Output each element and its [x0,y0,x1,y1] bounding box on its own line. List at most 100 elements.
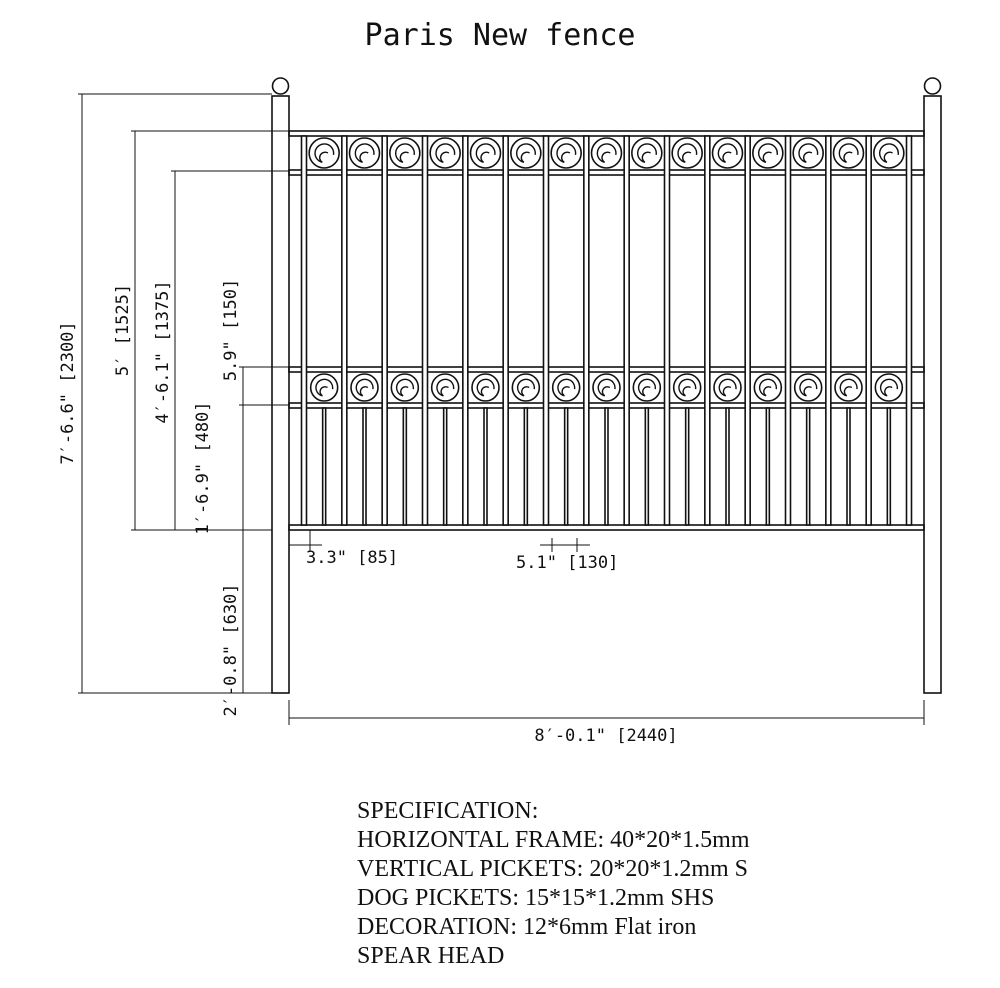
scroll-curl [395,378,414,397]
spec-decoration: DECORATION: 12*6mm Flat iron [357,914,697,940]
vertical-picket [663,135,671,526]
dog-picket [765,407,771,526]
vertical-picket [623,135,630,526]
end-gap-label: 3.3" [85] [306,548,398,568]
scroll-ornament [631,137,663,169]
vertical-picket [341,135,348,526]
vertical-picket [300,135,308,526]
dog-picket [483,407,488,526]
dog-picket [362,407,367,526]
scroll-curl [355,378,374,397]
vertical-picket [865,135,872,526]
panel-width-label: 8′-0.1" [2440] [534,726,677,746]
scroll-ornament [430,373,460,402]
scroll-ornament [873,137,905,169]
scroll-curl [435,143,456,163]
scroll-ornament [793,373,823,402]
dog-picket [805,407,811,526]
right-post [923,95,942,694]
fence-panel [271,77,942,694]
scroll-curl [315,378,334,397]
dog-picket [563,407,569,526]
scroll-curl [879,378,898,397]
total-height-label: 7′-6.6" [2300] [58,321,78,464]
dimension-lines [78,93,925,725]
dog-picket [846,407,851,526]
spec-vertical-pickets: VERTICAL PICKETS: 20*20*1.2mm S [357,856,749,882]
dog-picket [886,407,892,526]
scroll-curl [758,378,777,397]
scroll-ornament [429,137,461,169]
scroll-curl [878,143,899,163]
scroll-ornament [308,137,340,169]
scroll-curl [678,378,697,397]
scroll-curl [717,143,738,163]
scroll-curl [839,378,858,397]
scroll-curl [516,378,535,397]
scroll-band-label: 5.9" [150] [221,279,241,381]
scroll-curl [597,378,616,397]
scroll-curl [838,143,859,163]
dog-picket [402,407,408,526]
scroll-ornament [753,373,783,402]
top-rail [288,130,925,137]
scroll-curl [799,378,818,397]
scroll-curl [798,143,819,163]
scroll-ornament [550,137,582,169]
scroll-curl [515,143,536,163]
scroll-ornament [632,373,662,402]
specification-block: SPECIFICATION: HORIZONTAL FRAME: 40*20*1… [357,797,750,971]
scroll-ornament [471,373,500,402]
upper-rail [288,169,925,176]
scroll-curl [637,378,656,397]
dog-picket [604,407,609,526]
scroll-decoration-top [308,137,905,169]
scroll-curl [596,143,617,163]
dog-picket [684,407,690,526]
scroll-ornament [590,137,623,169]
vertical-picket [381,135,388,526]
scroll-ornament [309,373,339,402]
scroll-ornament [834,373,863,402]
vertical-picket [462,135,469,526]
scroll-curl [636,143,657,163]
vertical-picket [583,135,590,526]
vertical-picket [542,135,550,526]
scroll-curl [314,143,335,163]
dog-picket [321,407,327,526]
diagram-title: Paris New fence [364,18,636,53]
dog-pickets [321,407,892,526]
scroll-curl [557,378,576,397]
ground-clearance-label: 2′-0.8" [630] [221,583,241,716]
spec-spear-head: SPEAR HEAD [357,943,505,969]
scroll-ornament [792,137,824,169]
scroll-ornament [350,373,379,402]
scroll-curl [354,143,375,163]
scroll-ornament [713,373,742,402]
scroll-ornament [348,137,381,169]
scroll-ornament [551,373,581,402]
scroll-curl [436,378,455,397]
scroll-ornament [511,373,541,402]
spec-horizontal-frame: HORIZONTAL FRAME: 40*20*1.5mm [357,827,750,853]
vertical-picket [502,135,509,526]
scroll-ornament [832,137,865,169]
vertical-picket [905,135,913,526]
dog-picket [644,407,650,526]
scroll-ornament [671,137,703,169]
left-post [271,95,290,694]
picket-spacing-label: 5.1" [130] [516,553,618,573]
scroll-decoration-middle [309,373,904,402]
scroll-curl [718,378,737,397]
scroll-ornament [874,373,904,402]
dog-picket [523,407,529,526]
scroll-curl [476,378,495,397]
scroll-ornament [592,373,621,402]
scroll-curl [475,143,496,163]
dog-picket [442,407,448,526]
spec-dog-pickets: DOG PICKETS: 15*15*1.2mm SHS [357,885,715,911]
scroll-ornament [390,373,420,402]
scroll-curl [394,143,415,163]
scroll-ornament [510,137,542,169]
